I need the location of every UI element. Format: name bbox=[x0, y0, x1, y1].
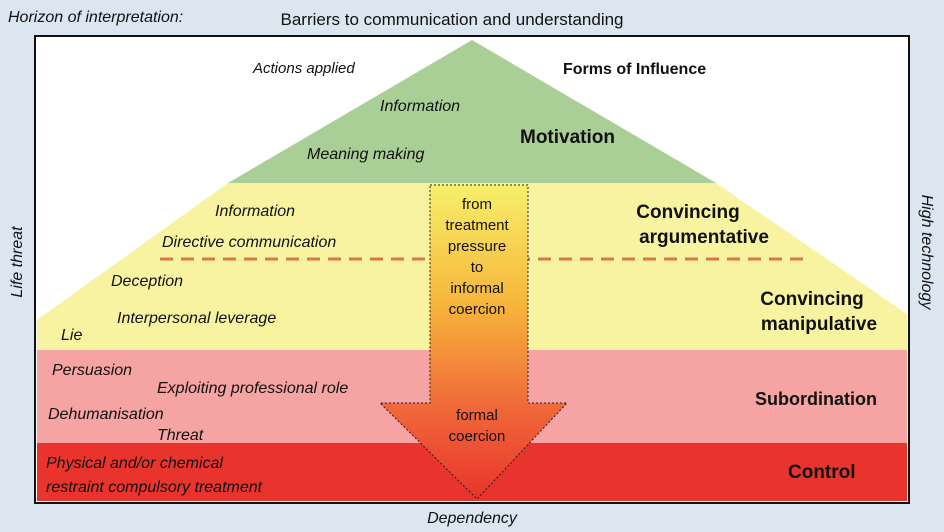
level-argumentative-line1: Convincing bbox=[636, 202, 739, 223]
item-deception: Deception bbox=[111, 273, 183, 290]
barriers-label: Barriers to communication and understand… bbox=[280, 10, 623, 29]
level-manipulative-line1: Convincing bbox=[760, 289, 863, 310]
item-threat: Threat bbox=[157, 427, 204, 444]
arrow-text-line: pressure bbox=[448, 238, 506, 255]
arrow-text-line: from bbox=[462, 196, 492, 213]
arrow-text-line: informal bbox=[450, 280, 503, 297]
arrow-text-line: formal bbox=[456, 407, 498, 424]
item-interpersonal-leverage: Interpersonal leverage bbox=[117, 310, 276, 327]
level-argumentative-line2: argumentative bbox=[639, 227, 769, 248]
arrow-text-line: to bbox=[471, 259, 484, 276]
level-subordination: Subordination bbox=[755, 389, 877, 409]
forms-of-influence-header: Forms of Influence bbox=[563, 61, 706, 78]
arrow-upper-text: from treatment pressure to informal coer… bbox=[445, 196, 509, 318]
high-technology-label: High technology bbox=[918, 195, 935, 311]
item-exploiting-professional-role: Exploiting professional role bbox=[157, 380, 348, 397]
item-meaning-making: Meaning making bbox=[307, 146, 425, 163]
item-actions-applied: Actions applied bbox=[252, 60, 355, 77]
level-motivation: Motivation bbox=[520, 127, 615, 148]
coercion-arrow bbox=[378, 184, 569, 500]
arrow-lower-text: formal coercion bbox=[449, 407, 506, 445]
arrow-text-line: treatment bbox=[445, 217, 509, 234]
item-information-argumentative: Information bbox=[215, 203, 295, 220]
dependency-label: Dependency bbox=[427, 510, 518, 527]
level-manipulative-line2: manipulative bbox=[761, 314, 877, 335]
arrow-text-line: coercion bbox=[449, 428, 506, 445]
motivation-band bbox=[228, 40, 716, 183]
item-restraint-compulsory-treatment: restraint compulsory treatment bbox=[46, 479, 263, 496]
item-physical-chemical: Physical and/or chemical bbox=[46, 455, 223, 472]
item-lie: Lie bbox=[61, 327, 82, 344]
horizon-label: Horizon of interpretation: bbox=[8, 9, 183, 26]
item-dehumanisation: Dehumanisation bbox=[48, 406, 164, 423]
life-threat-label: Life threat bbox=[9, 226, 26, 298]
item-information-motivation: Information bbox=[380, 98, 460, 115]
item-persuasion: Persuasion bbox=[52, 362, 132, 379]
level-control: Control bbox=[788, 462, 856, 483]
item-directive-communication: Directive communication bbox=[162, 234, 336, 251]
arrow-text-line: coercion bbox=[449, 301, 506, 318]
